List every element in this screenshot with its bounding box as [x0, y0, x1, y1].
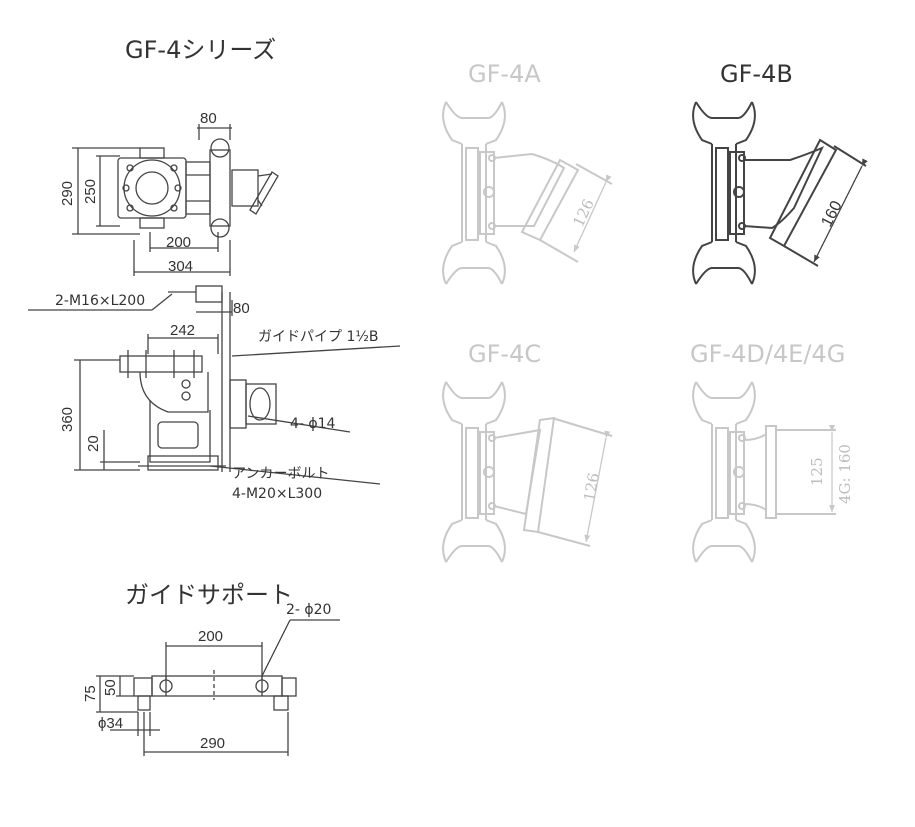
gf4a-drawing	[442, 101, 613, 285]
side-holes-label: 4- ϕ14	[290, 416, 336, 432]
gf4b-drawing	[692, 101, 867, 285]
anchor-label: アンカーボルト	[232, 466, 329, 482]
support-dim-34: ϕ34	[98, 715, 123, 732]
support-dim-200: 200	[198, 628, 223, 645]
top-dim-80: 80	[200, 110, 217, 127]
guide-pipe-label: ガイドパイプ 1½B	[258, 329, 379, 345]
top-view	[72, 124, 279, 276]
series-title: GF-4シリーズ	[125, 36, 277, 64]
side-dim-360: 360	[59, 407, 76, 432]
side-bolt-label: 2-M16×L200	[55, 293, 145, 309]
gf4b-dim: 160	[818, 198, 845, 230]
top-dim-290: 290	[59, 181, 76, 206]
anchor-spec-label: 4-M20×L300	[232, 486, 322, 502]
side-dim-20: 20	[85, 435, 102, 452]
gf4a-dim: 126	[569, 196, 597, 230]
support-dim-290: 290	[200, 735, 225, 752]
side-view	[28, 285, 401, 485]
side-dim-80: 80	[233, 300, 250, 317]
gf4b-title: GF-4B	[720, 60, 793, 88]
top-dim-200: 200	[166, 234, 191, 251]
guide-support-drawing	[96, 619, 340, 756]
gf4a-title: GF-4A	[468, 60, 541, 88]
gf4d-drawing	[692, 381, 836, 563]
support-dim-75: 75	[82, 685, 99, 702]
gf4d-title: GF-4D/4E/4G	[690, 340, 846, 368]
gf4c-title: GF-4C	[468, 340, 542, 368]
gf4c-dim: 126	[580, 471, 603, 502]
side-dim-242: 242	[170, 322, 195, 339]
support-holes-label: 2- ϕ20	[286, 602, 331, 618]
top-dim-250: 250	[82, 179, 99, 204]
top-dim-304: 304	[168, 258, 193, 275]
guide-support-title: ガイドサポート	[125, 581, 293, 609]
gf4d-dim-160: 4G: 160	[836, 444, 854, 504]
support-dim-50: 50	[102, 679, 119, 696]
gf4d-dim-125: 125	[808, 457, 826, 486]
